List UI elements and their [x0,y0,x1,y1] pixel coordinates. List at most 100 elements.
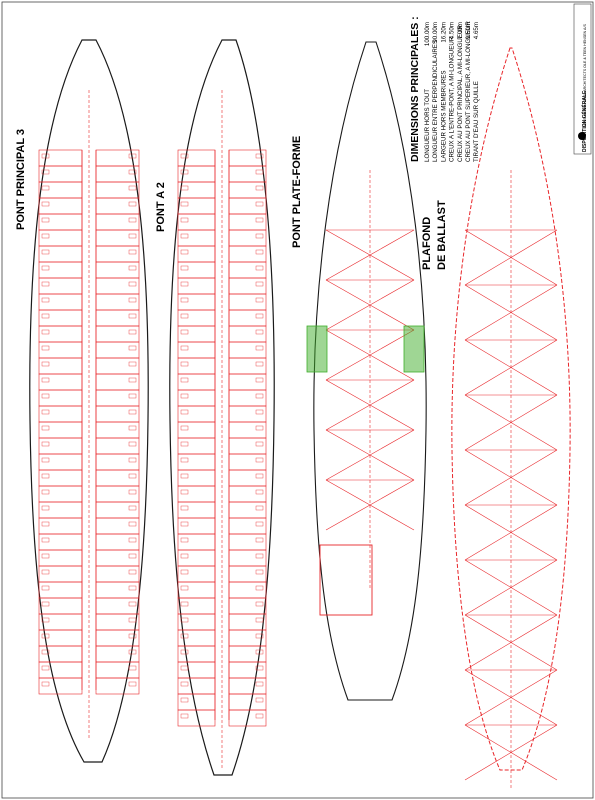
bunk [128,569,137,575]
bunk [180,457,189,463]
bunk [128,313,137,319]
bunk [180,249,189,255]
bunk [41,473,50,479]
bunk [41,265,50,271]
bunk [128,601,137,607]
bunk [255,441,264,447]
bunk [180,473,189,479]
dimension-value: 7.00m [457,22,464,39]
drawing-title: DISPOSITION GÉNÉRALE [580,90,588,152]
company-logo-icon [578,132,586,140]
bunk [180,361,189,367]
bunk [41,153,50,159]
bunk [41,505,50,511]
bunk [41,345,50,351]
brace [464,504,558,561]
green-compartment-starboard [403,325,425,373]
bunk [255,377,264,383]
brace [464,614,558,671]
deck-label-plafond-line2: DE BALLAST [436,200,448,270]
bunk [255,249,264,255]
bunk [128,217,137,223]
bunk [180,681,189,687]
bunk [180,601,189,607]
bunk [255,649,264,655]
bunk [128,345,137,351]
green-compartment-port [306,325,328,373]
bunk [128,281,137,287]
bunk [41,169,50,175]
bunk [255,329,264,335]
bunk [128,265,137,271]
bunk [41,409,50,415]
bunk [255,361,264,367]
bunk [255,489,264,495]
brace [464,229,558,286]
bunk [255,345,264,351]
bunk [41,617,50,623]
bunk [41,281,50,287]
bunk [255,601,264,607]
deck-label-pont-a-2: PONT A 2 [155,182,167,232]
bunk [255,713,264,719]
ballast-tank-bracing [464,170,558,790]
bunk [41,329,50,335]
bunk [128,537,137,543]
brace [325,429,415,481]
bunk [255,313,264,319]
bunk [255,617,264,623]
bunk [41,201,50,207]
bunk [255,633,264,639]
bunk [180,265,189,271]
bunk [41,649,50,655]
bunk [180,233,189,239]
brace [325,379,415,431]
bunk [180,297,189,303]
bunk [255,393,264,399]
deck-label-plafond-line1: PLAFOND [421,217,433,270]
dimension-value: 9.50m [465,22,472,39]
bunk [255,457,264,463]
bunk [128,505,137,511]
cabin-grid [177,90,267,770]
bunk [128,665,137,671]
bunk [41,569,50,575]
dimension-value: 100.00m [424,22,431,46]
engine-room-block [319,544,373,616]
bunk [180,569,189,575]
bunk [41,681,50,687]
dimension-label: CREUX AU PONT SUPERIEUR, A MI-LONGUEUR [465,21,472,162]
bunk [255,537,264,543]
cabin [228,709,267,727]
bunk [255,505,264,511]
bunk [128,153,137,159]
deck-plan-pont-a-2 [169,39,275,776]
brace [464,724,558,781]
bunk [128,473,137,479]
bunk [128,489,137,495]
bunk [41,585,50,591]
bunk [41,489,50,495]
bunk [255,297,264,303]
dimension-value: 4.65m [473,22,480,39]
dimension-value: 4.50m [449,22,456,39]
bunk [41,553,50,559]
bunk [41,633,50,639]
bunk [180,441,189,447]
bunk [180,633,189,639]
brace [325,479,415,531]
bunk [128,185,137,191]
bunk [255,569,264,575]
hull-outline [169,39,275,776]
brace [464,284,558,341]
deck-label-pont-plate-forme: PONT PLATE-FORME [291,136,303,248]
bunk [255,473,264,479]
bunk [180,425,189,431]
hull-outline [451,47,571,771]
dimension-label: CREUX AU PONT PRINCIPAL, A MI-LONGUEUR [457,25,464,162]
bunk [128,457,137,463]
bunk [180,409,189,415]
bunk [180,617,189,623]
bunk [255,265,264,271]
